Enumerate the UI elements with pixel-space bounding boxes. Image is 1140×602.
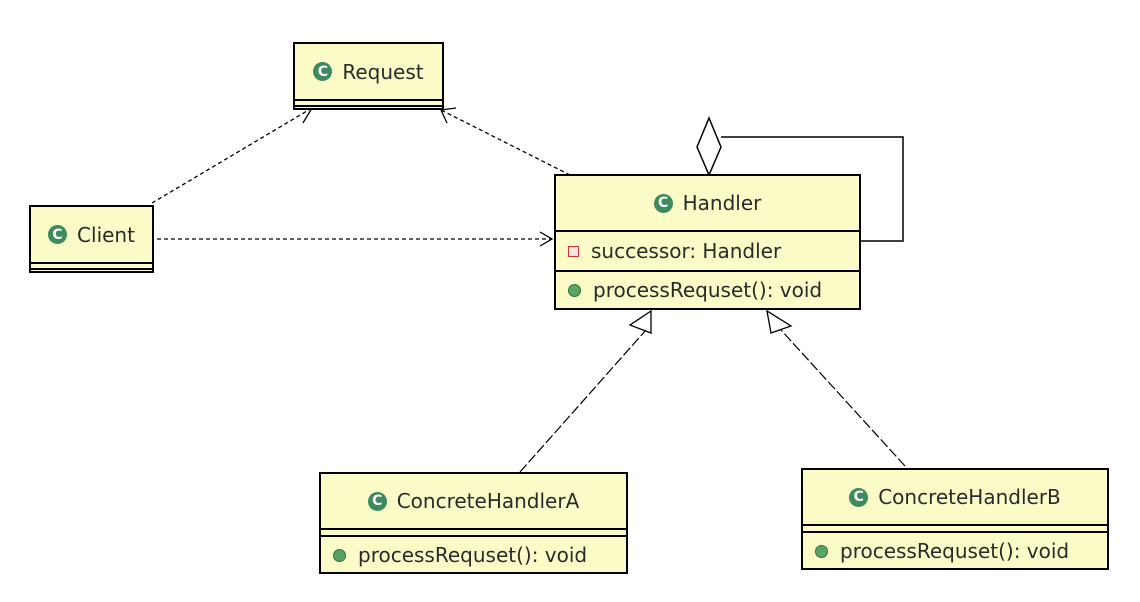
request-attributes-section	[295, 99, 442, 105]
concrete-handler-b-class[interactable]: C ConcreteHandlerB processRequset(): voi…	[801, 468, 1109, 570]
concrete-handler-b-attributes-section	[803, 524, 1107, 531]
concrete-handler-b-method-text: processRequset(): void	[840, 539, 1070, 563]
client-class-name: Client	[77, 222, 135, 247]
public-method-icon	[333, 548, 346, 562]
concrete-handler-b-header: C ConcreteHandlerB	[803, 470, 1107, 524]
request-methods-section	[295, 105, 442, 107]
client-request-dependency	[151, 107, 313, 204]
concrete-handler-a-header: C ConcreteHandlerA	[321, 474, 626, 528]
client-methods-section	[31, 268, 152, 270]
successor-aggregation-line	[721, 136, 904, 242]
concrete-a-generalization	[519, 329, 647, 473]
concrete-handler-a-class[interactable]: C ConcreteHandlerA processRequset(): voi…	[319, 472, 628, 574]
handler-request-arrowhead	[440, 107, 457, 124]
handler-class-header: C Handler	[556, 176, 859, 230]
client-handler-arrowhead	[539, 231, 554, 247]
handler-class-name: Handler	[682, 191, 762, 215]
request-class-header: C Request	[295, 44, 442, 99]
client-class-header: C Client	[31, 207, 152, 262]
concrete-b-inheritance-triangle	[766, 309, 793, 334]
client-attributes-section	[31, 262, 152, 268]
concrete-handler-a-attributes-section	[321, 528, 626, 535]
public-method-icon	[815, 544, 828, 558]
request-class[interactable]: C Request	[293, 42, 444, 110]
class-icon: C	[849, 487, 869, 507]
concrete-handler-a-name: ConcreteHandlerA	[396, 489, 580, 513]
class-icon: C	[48, 225, 68, 244]
concrete-handler-a-method: processRequset(): void	[321, 535, 626, 573]
concrete-a-inheritance-triangle	[628, 309, 652, 334]
handler-request-dependency	[440, 109, 571, 176]
client-class[interactable]: C Client	[29, 205, 154, 273]
request-class-name: Request	[342, 59, 424, 84]
class-icon: C	[313, 62, 333, 81]
concrete-handler-b-name: ConcreteHandlerB	[878, 485, 1061, 509]
private-field-icon	[568, 245, 579, 257]
aggregation-diamond	[696, 116, 722, 177]
concrete-handler-b-method: processRequset(): void	[803, 531, 1107, 569]
class-icon: C	[367, 491, 387, 511]
handler-method-text: processRequset(): void	[593, 278, 823, 302]
concrete-handler-a-method-text: processRequset(): void	[358, 543, 588, 567]
public-method-icon	[568, 283, 581, 297]
concrete-b-generalization	[780, 329, 906, 467]
class-icon: C	[653, 193, 673, 213]
handler-field-successor: successor: Handler	[556, 230, 859, 270]
handler-method-process: processRequset(): void	[556, 270, 859, 308]
handler-field-text: successor: Handler	[591, 239, 782, 263]
handler-class[interactable]: C Handler successor: Handler processRequ…	[554, 174, 861, 310]
